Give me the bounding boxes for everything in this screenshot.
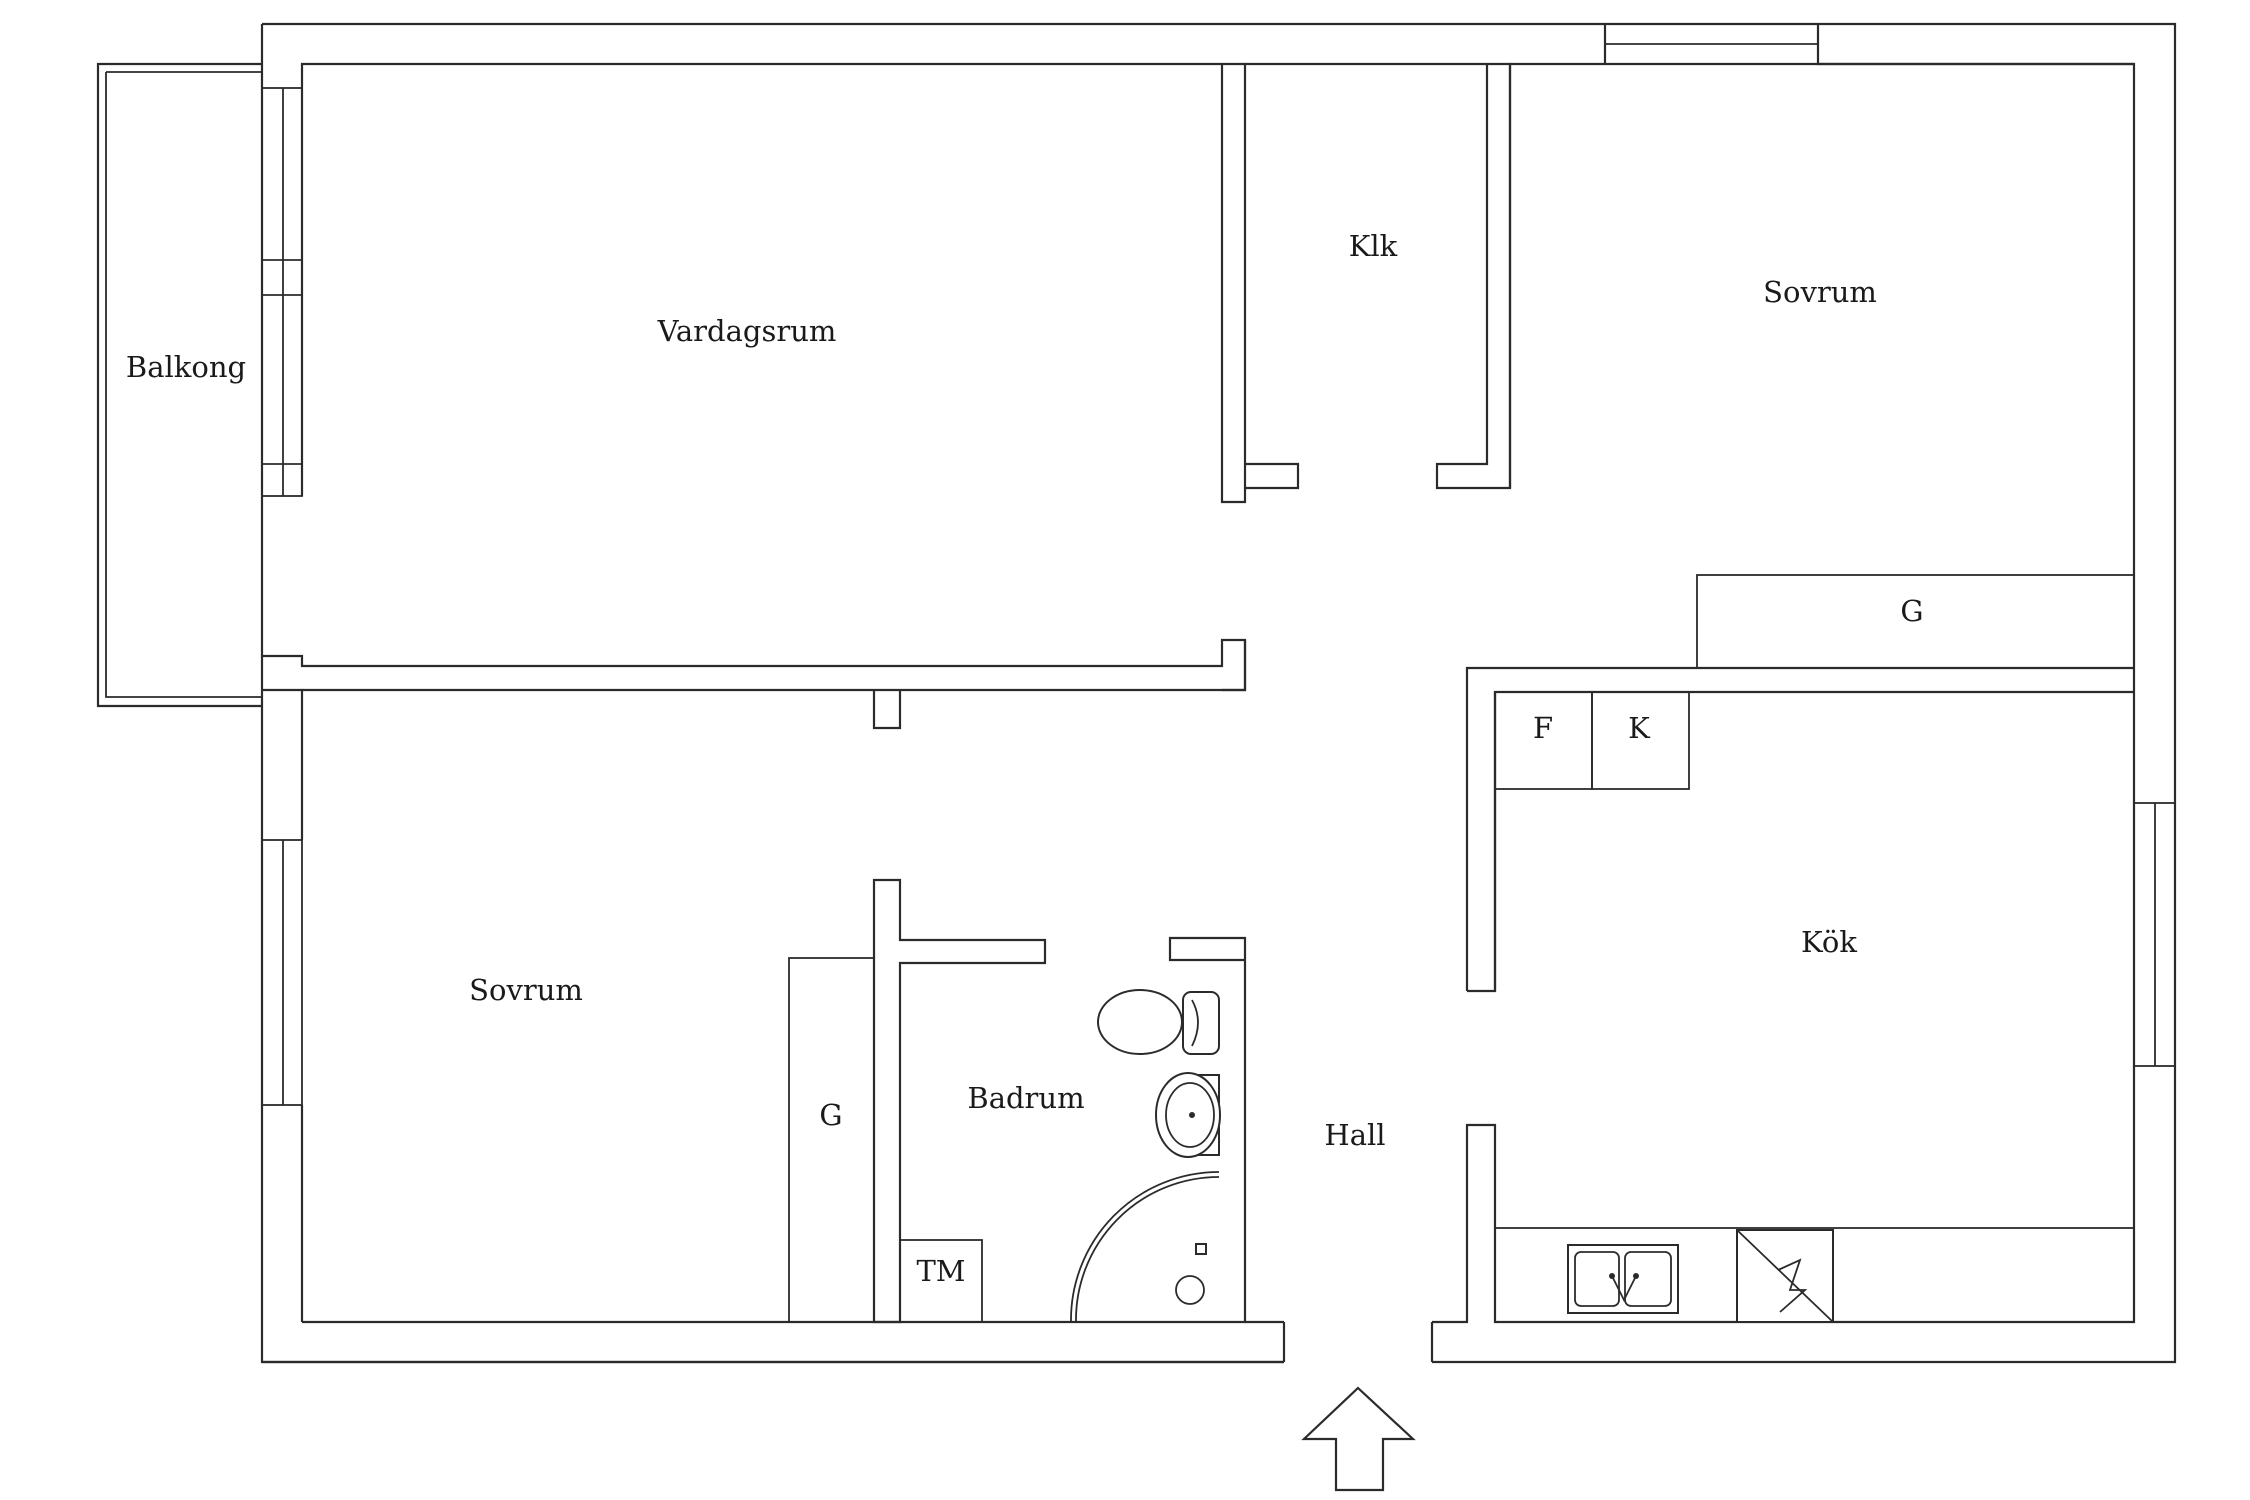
label-badrum: Badrum [967,1081,1084,1115]
label-sovrum-1: Sovrum [1763,275,1877,309]
label-vardagsrum: Vardagsrum [657,314,837,348]
windows [261,23,2176,1106]
label-hall: Hall [1324,1118,1385,1152]
label-tvattmaskin: TM [916,1254,965,1288]
sink-icon [1155,1072,1221,1158]
kitchen-appliances [1567,1229,1834,1323]
double-sink-icon [1567,1244,1679,1314]
label-frys: F [1533,711,1553,745]
room-labels: Balkong Vardagsrum Klk Sovrum G F K Kök … [126,229,1924,1288]
toilet-icon [1097,989,1220,1055]
stove-icon [1736,1229,1834,1323]
label-garderob-2: G [819,1098,842,1132]
shower-icon [1070,1171,1220,1323]
balcony [96,62,262,708]
label-klk: Klk [1349,229,1398,263]
label-balkong: Balkong [126,350,246,384]
label-kyl: K [1628,711,1651,745]
bathroom-fixtures [899,989,1221,1323]
label-garderob-1: G [1900,594,1923,628]
entrance-arrow-icon [1301,1386,1416,1492]
label-sovrum-2: Sovrum [469,973,583,1007]
label-kok: Kök [1801,925,1857,959]
